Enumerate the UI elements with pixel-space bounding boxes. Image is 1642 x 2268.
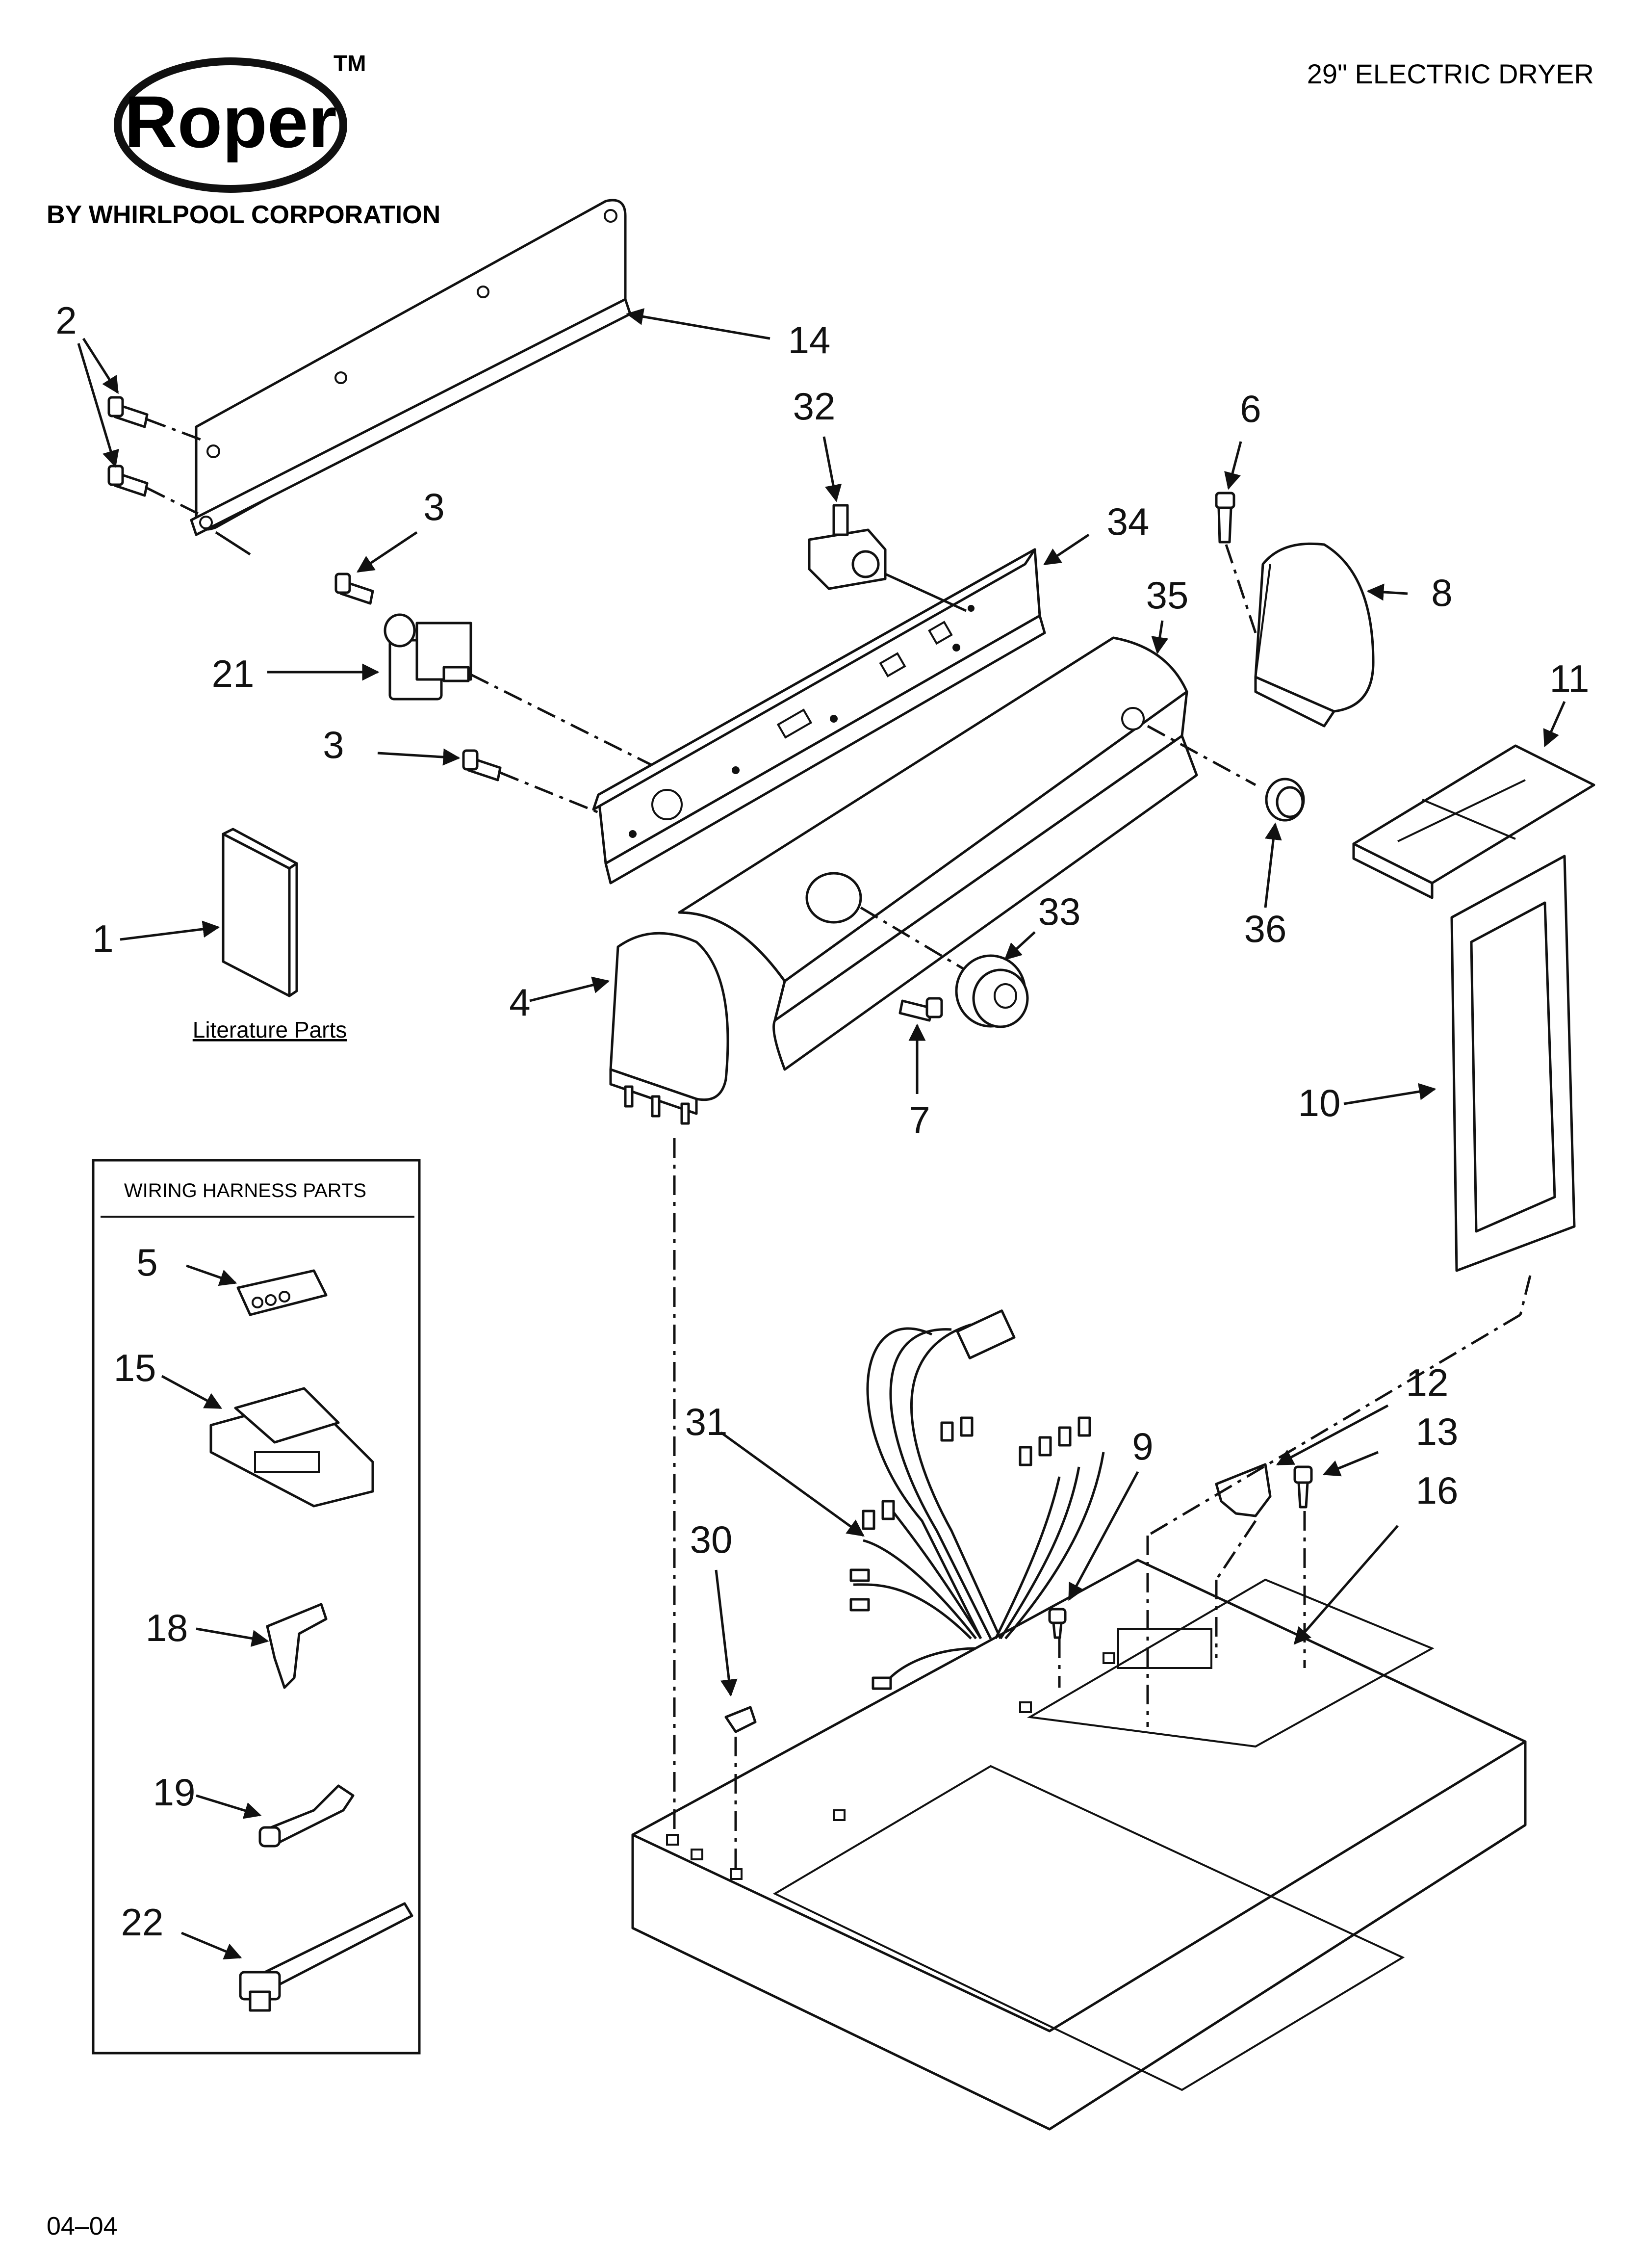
part-8-right-end-cap xyxy=(1254,542,1375,728)
callout-7: 7 xyxy=(909,1098,930,1142)
callout-34: 34 xyxy=(1107,500,1150,543)
callout-16: 16 xyxy=(1416,1469,1459,1512)
corporation-line: BY WHIRLPOOL CORPORATION xyxy=(47,201,440,229)
callout-36: 36 xyxy=(1244,907,1287,950)
callout-22: 22 xyxy=(121,1901,164,1944)
callout-15: 15 xyxy=(114,1346,156,1389)
screw-part-3-upper xyxy=(334,573,374,605)
part-16-dryer-top xyxy=(631,1559,1527,2131)
callout-33: 33 xyxy=(1038,890,1081,933)
part-35-console xyxy=(678,636,1257,1071)
part-6-screw xyxy=(1215,492,1257,633)
callout-9: 9 xyxy=(1132,1425,1153,1468)
part-22-cable-tie xyxy=(239,1902,413,2012)
part-18-clip xyxy=(266,1603,328,1689)
callout-21: 21 xyxy=(212,652,255,695)
callout-12: 12 xyxy=(1406,1361,1449,1404)
callout-5: 5 xyxy=(136,1241,157,1284)
part-13-screw xyxy=(1293,1465,1313,1509)
part-1-literature xyxy=(222,828,298,997)
callout-3-upper: 3 xyxy=(423,485,444,528)
callout-3-lower: 3 xyxy=(323,723,344,766)
callout-31: 31 xyxy=(685,1400,728,1443)
part-4-left-end-cap xyxy=(609,932,729,1125)
literature-parts-label: Literature Parts xyxy=(193,1017,347,1043)
wiring-harness-box xyxy=(92,1159,421,2055)
callout-18: 18 xyxy=(146,1606,188,1649)
callout-10: 10 xyxy=(1298,1081,1341,1124)
callout-6: 6 xyxy=(1240,387,1261,430)
callout-32: 32 xyxy=(793,385,836,428)
part-5-connector xyxy=(236,1269,328,1316)
callout-2: 2 xyxy=(55,299,77,342)
callout-11: 11 xyxy=(1550,657,1590,700)
part-31-wire-harness xyxy=(849,1309,1105,1690)
callout-13: 13 xyxy=(1416,1410,1459,1453)
part-36-knob xyxy=(1265,778,1305,822)
part-21-timer xyxy=(384,613,653,767)
callout-14: 14 xyxy=(788,318,831,362)
screws-part-2 xyxy=(107,396,206,517)
trademark-mark: TM xyxy=(334,51,366,76)
roper-logo: Roper TM xyxy=(114,51,366,193)
brand-name: Roper xyxy=(124,80,336,163)
callout-35: 35 xyxy=(1146,574,1189,617)
callout-numbers: 2 14 32 6 3 34 35 8 21 11 3 33 36 1 4 10… xyxy=(55,299,1589,1944)
part-19-terminal xyxy=(258,1784,355,1848)
callout-8: 8 xyxy=(1431,571,1452,614)
part-33-knob xyxy=(955,954,1029,1028)
part-30-clip xyxy=(724,1706,757,1733)
callout-4: 4 xyxy=(509,981,530,1024)
part-14-rear-bracket xyxy=(190,199,632,556)
part-11-lint-screen xyxy=(1352,744,1595,899)
callout-1: 1 xyxy=(92,917,113,960)
part-9-screw xyxy=(1048,1608,1067,1639)
footer-code: 04–04 xyxy=(47,2212,118,2241)
product-title: 29" ELECTRIC DRYER xyxy=(1307,58,1594,89)
part-34-control-bracket xyxy=(592,548,1046,885)
screw-part-3-lower xyxy=(462,749,604,816)
wiring-box-title: WIRING HARNESS PARTS xyxy=(124,1180,366,1201)
callout-19: 19 xyxy=(153,1771,196,1814)
part-10-lint-housing xyxy=(1450,855,1576,1272)
callout-30: 30 xyxy=(690,1518,733,1561)
part-12-clip xyxy=(1215,1463,1272,1517)
part-15-terminal-block xyxy=(209,1387,374,1508)
part-32-switch xyxy=(808,504,967,612)
part-7-screw xyxy=(898,997,943,1022)
callout-leaders xyxy=(77,308,1566,1960)
